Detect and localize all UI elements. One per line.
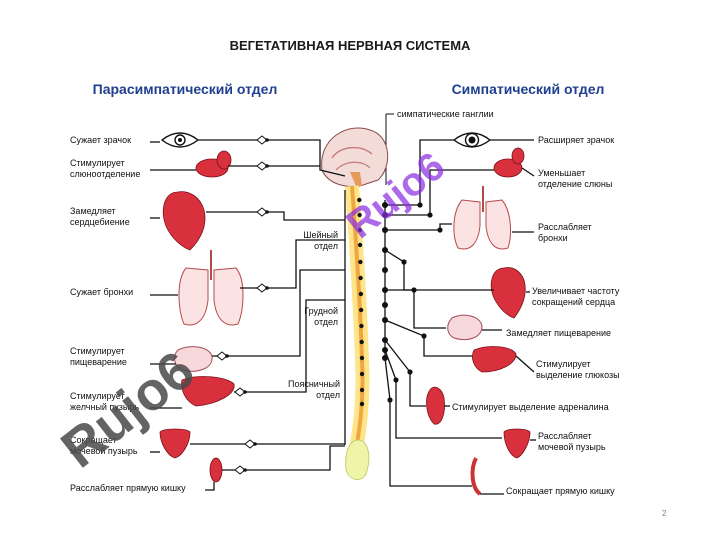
- sympathetic-pathways: [384, 139, 536, 495]
- spinal-ganglia-dots: [357, 197, 365, 407]
- adrenal-kidney-icon-right: [426, 386, 445, 425]
- stomach-icon-left: [174, 346, 213, 372]
- pathway-junction-dot: [265, 164, 269, 168]
- page-number: 2: [662, 509, 667, 518]
- brain-icon: [321, 127, 389, 187]
- sympathetic-ganglion-dot: [382, 212, 388, 218]
- lungs-icon-right: [453, 186, 511, 250]
- spinal-ganglion-dot: [359, 371, 365, 377]
- spinal-ganglion-dot: [357, 227, 363, 233]
- symp-effect-pupil: Расширяет зрачок: [538, 135, 614, 145]
- para-effect-pupil: Сужает зрачок: [70, 135, 131, 145]
- sympathetic-ganglion-dot: [382, 347, 388, 353]
- sympathetic-ganglion-dot: [382, 287, 388, 293]
- ganglia-label: симпатические ганглии: [397, 109, 494, 119]
- sympathetic-ganglia: [382, 202, 443, 403]
- stomach-icon-right: [447, 314, 483, 340]
- spinal-ganglion-dot: [358, 275, 363, 281]
- sympathetic-ganglion-dot: [382, 267, 388, 273]
- para-effect-bronchi: Сужает бронхи: [70, 287, 133, 297]
- sympathetic-postganglionic-dot: [401, 259, 407, 265]
- spinal-ganglion-dot: [359, 355, 365, 361]
- liver-icon-left: [181, 376, 235, 407]
- heart-icon-left: [162, 191, 206, 251]
- liver-icon-right: [472, 346, 517, 373]
- bladder-icon-left: [159, 428, 191, 459]
- sympathetic-postganglionic-dot: [427, 212, 433, 218]
- salivary-gland-icon-right: [493, 147, 525, 178]
- para-effect-rectum: Расслабляет прямую кишку: [70, 483, 186, 493]
- symp-effect-digestion: Замедляет пищеварение: [506, 328, 611, 338]
- pathway-junction-dot: [243, 468, 247, 472]
- spinal-column: [345, 185, 370, 480]
- parasympathetic-heading: Парасимпатический отдел: [93, 81, 278, 97]
- sympathetic-ganglion-dot: [382, 227, 388, 233]
- sympathetic-ganglion-dot: [382, 247, 388, 253]
- parasympathetic-ganglia: [216, 135, 269, 475]
- pathway-junction-dot: [265, 286, 269, 290]
- sympathetic-heading: Симпатический отдел: [452, 81, 605, 97]
- salivary-gland-icon-left: [195, 150, 232, 178]
- sympathetic-postganglionic-dot: [437, 227, 443, 233]
- sympathetic-postganglionic-dot: [411, 287, 417, 293]
- sympathetic-postganglionic-dot: [407, 369, 413, 375]
- spinal-ganglion-dot: [358, 291, 364, 297]
- pathway-junction-dot: [253, 442, 257, 446]
- watermark: Rujo6 Rujo6: [50, 144, 453, 479]
- sympathetic-postganglionic-dot: [387, 397, 393, 403]
- spinal-ganglion-dot: [358, 307, 364, 313]
- diagram-title: ВЕГЕТАТИВНАЯ НЕРВНАЯ СИСТЕМА: [230, 38, 471, 53]
- sympathetic-ganglion-dot: [382, 202, 388, 208]
- symp-effect-rectum: Сокращает прямую кишку: [506, 486, 615, 496]
- spinal-ganglion-dot: [359, 339, 364, 345]
- spinal-ganglion-dot: [357, 242, 363, 248]
- pathway-junction-dot: [243, 390, 247, 394]
- pathway-junction-dot: [225, 354, 229, 358]
- spinal-ganglion-dot: [358, 259, 363, 265]
- eye-icon-left: [160, 132, 200, 148]
- sympathetic-postganglionic-dot: [421, 333, 427, 339]
- sympathetic-ganglion-dot: [382, 317, 388, 323]
- pathway-junction-dot: [265, 138, 269, 142]
- sympathetic-ganglion-dot: [382, 355, 388, 361]
- eye-icon-right: [452, 132, 492, 148]
- sympathetic-postganglionic-dot: [417, 202, 423, 208]
- heart-icon-right: [490, 267, 526, 319]
- symp-effect-adrenaline: Стимулирует выделение адреналина: [452, 402, 609, 412]
- pathway-junction-dot: [265, 210, 269, 214]
- spinal-ganglion-dot: [357, 212, 362, 218]
- sympathetic-ganglion-dot: [382, 337, 388, 343]
- spinal-ganglion-dot: [359, 387, 365, 393]
- spinal-ganglion-dot: [357, 197, 362, 203]
- bladder-icon-right: [503, 428, 531, 459]
- sympathetic-ganglion-dot: [382, 302, 388, 308]
- rectum-icon-right: [470, 457, 482, 496]
- rectum-icon-left: [209, 457, 223, 483]
- sympathetic-postganglionic-dot: [393, 377, 399, 383]
- spinal-ganglion-dot: [359, 323, 364, 329]
- spinal-ganglion-dot: [359, 401, 365, 407]
- lungs-icon-left: [178, 250, 244, 326]
